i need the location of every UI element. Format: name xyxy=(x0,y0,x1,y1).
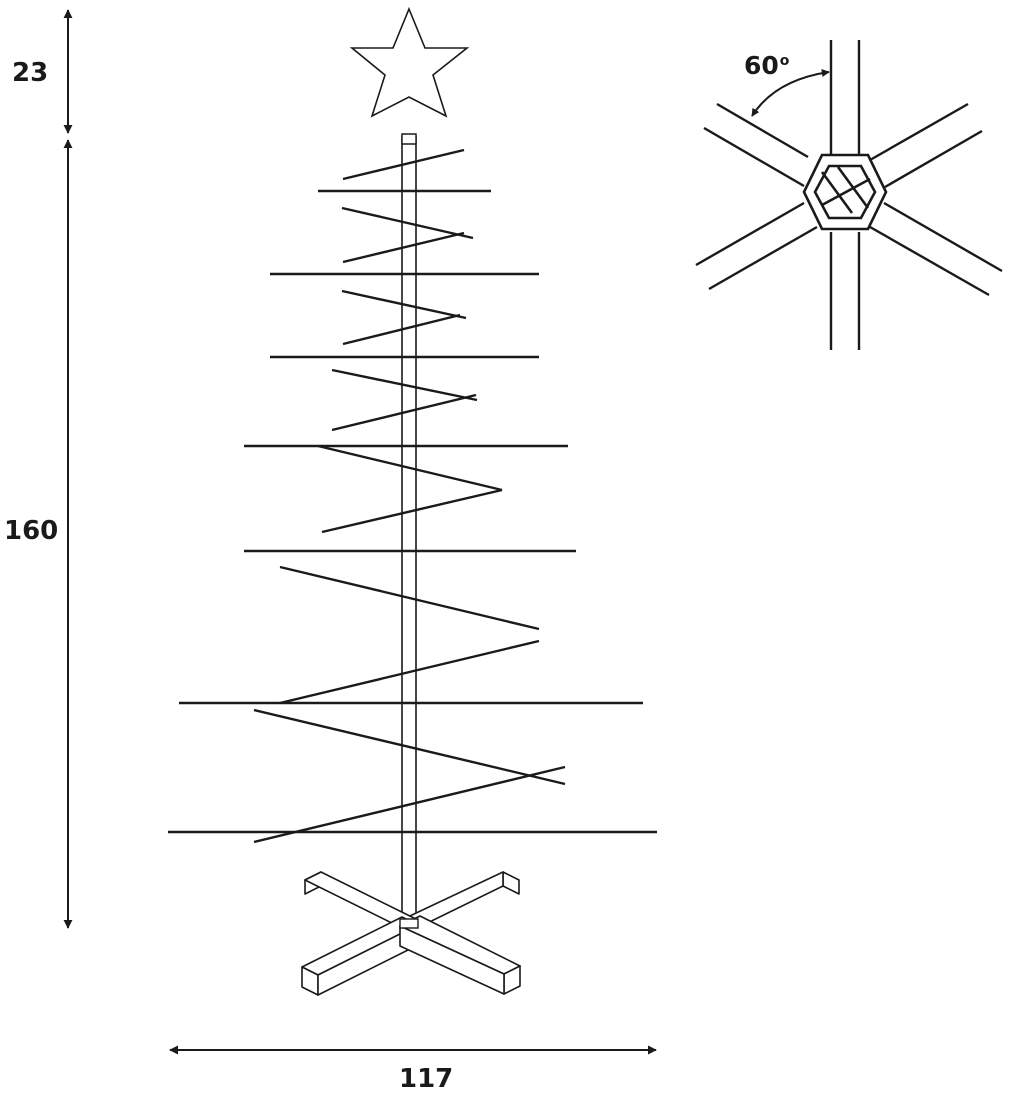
branch xyxy=(253,708,566,786)
star-height-label: 23 xyxy=(12,58,49,88)
branch xyxy=(341,206,474,240)
branch xyxy=(321,488,503,534)
branch xyxy=(279,639,540,705)
joint-detail xyxy=(695,40,1003,350)
cross-base xyxy=(301,871,521,996)
angle-degree-mark: o xyxy=(779,53,790,69)
angle-value: 60 xyxy=(744,51,779,80)
branch xyxy=(331,393,477,432)
base-width-label: 117 xyxy=(399,1064,454,1094)
central-pole xyxy=(401,135,417,927)
branch xyxy=(331,368,478,402)
pole-base-socket xyxy=(399,918,419,929)
angle-label: 60o xyxy=(744,53,789,78)
pole-top-cap xyxy=(401,133,417,145)
star-icon xyxy=(349,6,470,118)
branch xyxy=(253,765,566,844)
branch xyxy=(341,289,467,320)
angle-arc-arrow xyxy=(751,69,830,117)
branch xyxy=(317,444,503,492)
branch xyxy=(342,148,465,181)
branch xyxy=(342,231,465,264)
branches xyxy=(168,148,657,844)
hexagon-icon xyxy=(802,153,888,231)
tree-height-label: 160 xyxy=(4,516,59,546)
branch xyxy=(342,313,461,346)
branch xyxy=(279,565,540,631)
